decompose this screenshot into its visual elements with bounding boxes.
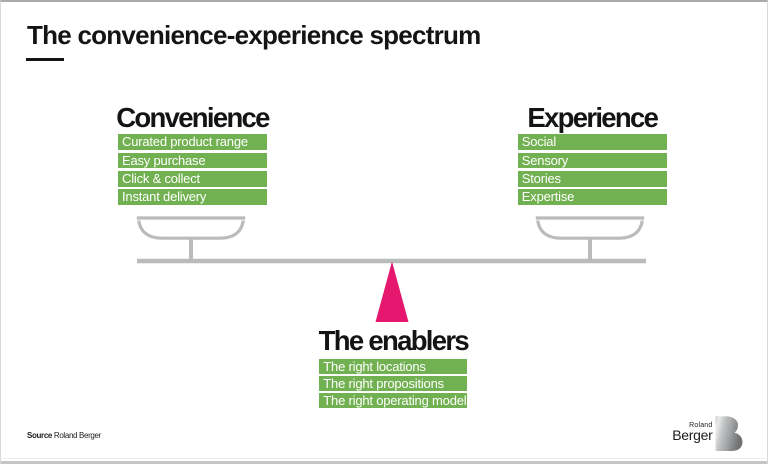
experience-heading: Experience bbox=[527, 101, 658, 133]
logo-b-icon bbox=[715, 416, 743, 451]
left-scale-pan bbox=[134, 216, 248, 263]
logo-roland-text: Roland bbox=[689, 422, 713, 429]
list-item: Easy purchase bbox=[118, 152, 267, 169]
page-title: The convenience-experience spectrum bbox=[27, 20, 481, 50]
source-note: Source Roland Berger bbox=[27, 431, 101, 440]
list-item: The right locations bbox=[319, 359, 468, 375]
list-item: Curated product range bbox=[118, 134, 267, 150]
source-label: Source bbox=[27, 431, 53, 440]
list-item: Instant delivery bbox=[118, 189, 267, 206]
list-item: Sensory bbox=[517, 152, 667, 169]
enablers-heading: The enablers bbox=[318, 325, 470, 357]
experience-list: Social Sensory Stories Expertise bbox=[517, 134, 667, 208]
list-item: The right operating model bbox=[319, 392, 468, 409]
footer-divider bbox=[2, 458, 766, 459]
list-item: Social bbox=[517, 134, 667, 150]
title-underline bbox=[26, 58, 64, 61]
source-value: Roland Berger bbox=[53, 431, 101, 440]
list-item: Stories bbox=[517, 170, 667, 187]
list-item: The right propositions bbox=[319, 375, 468, 392]
fulcrum-triangle bbox=[375, 261, 409, 322]
list-item: Expertise bbox=[517, 189, 667, 206]
enablers-list: The right locations The right propositio… bbox=[319, 359, 468, 410]
list-item: Click & collect bbox=[118, 170, 267, 187]
convenience-list: Curated product range Easy purchase Clic… bbox=[118, 134, 267, 208]
right-scale-pan bbox=[533, 216, 647, 263]
roland-berger-logo: Roland Berger bbox=[653, 415, 743, 455]
logo-berger-text: Berger bbox=[672, 427, 713, 443]
bottom-edge bbox=[1, 461, 767, 464]
logo-wordmark: Roland Berger bbox=[672, 422, 713, 443]
convenience-heading: Convenience bbox=[116, 101, 270, 133]
